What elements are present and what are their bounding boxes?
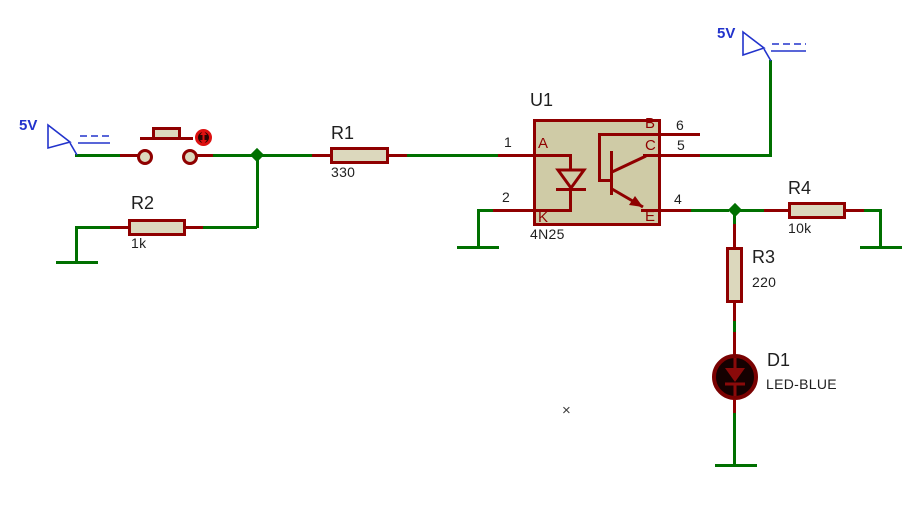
wire-segment[interactable]: [407, 154, 498, 157]
led-d1-ref: D1: [767, 350, 791, 370]
u1-transistor-base-bar: [610, 151, 613, 195]
pin-stub[interactable]: [764, 209, 789, 212]
u1-pin6-number: 6: [676, 117, 684, 133]
u1-pin-letter-emitter: E: [645, 208, 656, 225]
resistor-r2-body[interactable]: [128, 219, 186, 236]
pin-stub[interactable]: [661, 209, 691, 212]
ground-bar: [457, 246, 483, 249]
resistor-r4-ref: R4: [788, 178, 812, 198]
button-cap[interactable]: [152, 127, 181, 140]
power-terminal-triangle: [47, 123, 72, 150]
u1-internal-wire: [536, 209, 572, 212]
resistor-r4-body[interactable]: [788, 202, 846, 219]
u1-internal-wire: [569, 190, 572, 211]
led-d1-value: LED-BLUE: [766, 376, 837, 392]
u1-pin4-number: 4: [674, 191, 682, 207]
power-label-right: 5V: [717, 25, 736, 42]
ground-bar: [56, 261, 82, 264]
wire-segment[interactable]: [75, 226, 110, 229]
resistor-r3-ref: R3: [752, 247, 776, 267]
u1-pin5-number: 5: [677, 137, 685, 153]
u1-pin-letter-cathode: K: [538, 209, 549, 226]
button-terminal-left[interactable]: [137, 149, 153, 165]
pin-stub[interactable]: [661, 154, 700, 157]
ground-bar: [860, 246, 886, 249]
wire-segment[interactable]: [733, 321, 736, 332]
resistor-r2-value: 1k: [131, 235, 147, 251]
u1-internal-wire: [569, 154, 572, 171]
wire-segment[interactable]: [256, 154, 259, 228]
u1-internal-wire: [599, 133, 661, 136]
optocoupler-u1-value: 4N25: [530, 226, 565, 242]
power-label-left: 5V: [19, 117, 38, 134]
pin-stub[interactable]: [197, 154, 213, 157]
wire-segment[interactable]: [691, 209, 729, 212]
wire-segment[interactable]: [740, 209, 764, 212]
wire-segment[interactable]: [733, 413, 736, 466]
led-d1-body[interactable]: [712, 354, 758, 400]
pin-stub[interactable]: [110, 226, 128, 229]
origin-marker: ×: [562, 402, 571, 419]
wire-segment[interactable]: [75, 226, 78, 263]
power-terminal-right-icon[interactable]: [742, 30, 806, 62]
resistor-r1-ref: R1: [331, 123, 355, 143]
pin-stub[interactable]: [845, 209, 864, 212]
ground-bar: [56, 261, 66, 264]
u1-internal-wire: [598, 133, 601, 182]
pin-stub[interactable]: [733, 332, 736, 355]
u1-internal-wire: [598, 179, 612, 182]
pin-stub[interactable]: [389, 154, 407, 157]
ground-bar: [457, 246, 467, 249]
u1-internal-wire: [643, 154, 661, 157]
ground-symbol[interactable]: [457, 246, 499, 266]
pin-stub[interactable]: [733, 399, 736, 413]
pin-stub[interactable]: [493, 209, 534, 212]
wire-segment[interactable]: [769, 60, 772, 157]
u1-pin-letter-anode: A: [538, 135, 549, 152]
u1-internal-wire: [641, 209, 661, 212]
button-actuator[interactable]: [195, 129, 212, 146]
ground-bar: [715, 464, 741, 467]
wire-segment[interactable]: [864, 209, 882, 212]
wire-segment[interactable]: [879, 209, 882, 247]
resistor-r1-value: 330: [331, 164, 356, 180]
ground-symbol[interactable]: [860, 246, 902, 266]
pin-stub[interactable]: [312, 154, 331, 157]
wire-segment[interactable]: [203, 226, 257, 229]
resistor-r2-ref: R2: [131, 193, 155, 213]
pin-stub[interactable]: [733, 224, 736, 248]
ground-bar: [715, 464, 725, 467]
resistor-r1-body[interactable]: [330, 147, 389, 164]
pin-stub[interactable]: [661, 133, 700, 136]
pin-stub[interactable]: [120, 154, 139, 157]
resistor-r3-body[interactable]: [726, 247, 743, 303]
wire-segment[interactable]: [477, 209, 480, 248]
ground-symbol[interactable]: [715, 464, 757, 484]
wire-segment[interactable]: [75, 154, 120, 157]
wire-segment[interactable]: [700, 154, 771, 157]
u1-pin-letter-collector: C: [645, 137, 656, 154]
optocoupler-u1-ref: U1: [530, 90, 554, 110]
pin-stub[interactable]: [733, 302, 736, 321]
button-terminal-right[interactable]: [182, 149, 198, 165]
pin-stub[interactable]: [498, 154, 534, 157]
resistor-r4-value: 10k: [788, 220, 812, 236]
resistor-r3-value: 220: [752, 274, 777, 290]
power-terminal-triangle: [742, 30, 766, 57]
u1-pin-letter-base: B: [645, 115, 656, 132]
u1-internal-wire: [536, 154, 572, 157]
wire-segment[interactable]: [477, 209, 493, 212]
u1-pin2-number: 2: [502, 189, 510, 205]
pin-stub[interactable]: [185, 226, 203, 229]
ground-bar: [860, 246, 870, 249]
power-terminal-left-icon[interactable]: [47, 123, 110, 156]
ground-symbol[interactable]: [56, 261, 98, 281]
u1-pin1-number: 1: [504, 134, 512, 150]
wire-segment[interactable]: [733, 210, 736, 224]
